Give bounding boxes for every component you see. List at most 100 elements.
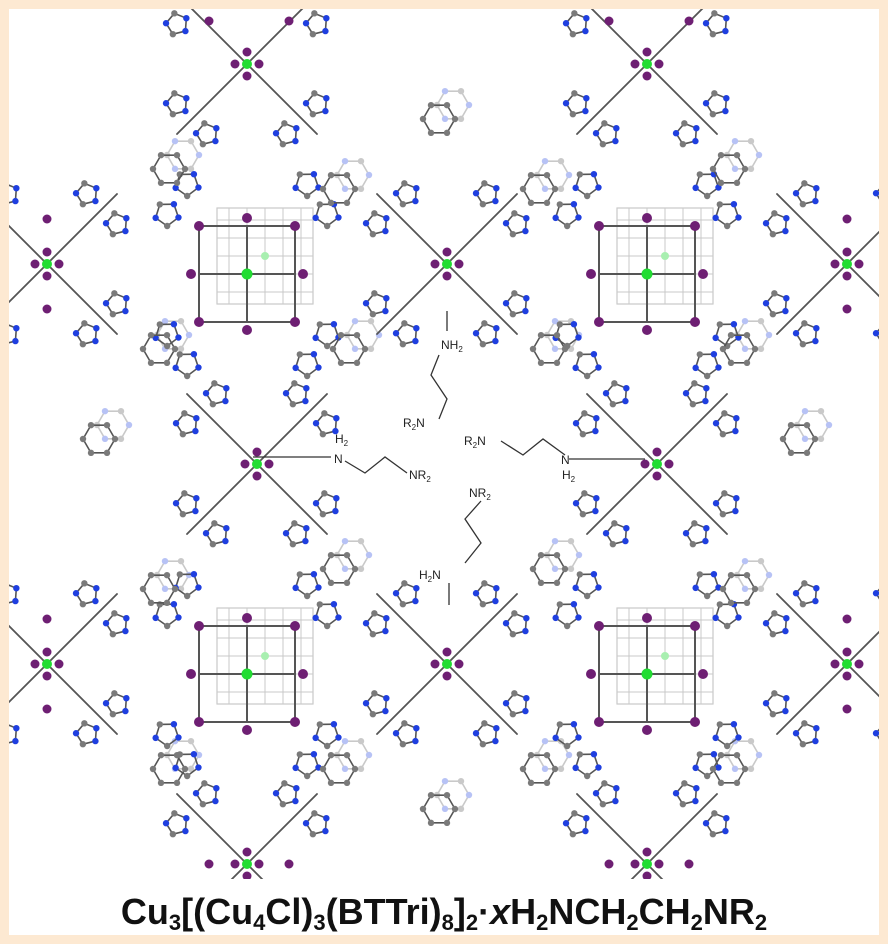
triazolate-ring <box>703 524 710 532</box>
triazolate-ring <box>599 140 607 148</box>
benzene-ring <box>353 359 361 367</box>
triazolate-ring <box>369 710 377 718</box>
triazolate-ring <box>401 180 408 187</box>
benzene-ring-back <box>567 537 575 545</box>
triazolate-ring <box>723 222 731 230</box>
triazolate-ring <box>492 197 499 205</box>
triazolate-ring <box>572 584 579 592</box>
triazolate-ring <box>399 340 407 348</box>
copper-atom <box>698 669 708 679</box>
benzene-ring-back <box>357 537 365 545</box>
triazolate-ring <box>175 734 182 741</box>
label-right-r2n: R2N <box>464 434 486 450</box>
triazolate-ring <box>312 334 319 342</box>
triazolate-ring <box>171 10 178 17</box>
caption-part: 2 <box>754 910 768 935</box>
benzene-ring <box>343 751 351 759</box>
triazolate-ring <box>92 597 99 605</box>
triazolate-ring <box>362 300 370 307</box>
triazolate-ring <box>183 814 190 822</box>
triazolate-ring <box>792 190 800 197</box>
triazolate-ring <box>730 200 738 208</box>
triazolate-ring <box>702 20 710 27</box>
triazolate-ring <box>472 730 480 737</box>
benzene-ring <box>779 435 787 443</box>
triazolate-ring <box>181 410 188 417</box>
caption-part: 2 <box>465 910 479 935</box>
chlorine-atom <box>261 652 269 660</box>
benzene-ring <box>351 185 359 193</box>
benzene-ring <box>103 449 111 457</box>
copper-atom <box>690 317 700 327</box>
copper-atom <box>30 259 40 269</box>
triazolate-ring <box>703 372 711 380</box>
benzene-ring <box>157 151 165 159</box>
triazolate-ring <box>712 334 719 342</box>
benzene-ring <box>553 551 561 559</box>
caption-part: CH <box>638 891 691 932</box>
triazolate-ring <box>762 220 770 227</box>
triazolate-ring <box>593 494 600 502</box>
triazolate-ring <box>323 742 331 750</box>
benzene-ring <box>147 571 155 579</box>
benzene-ring <box>727 359 735 367</box>
triazolate-ring <box>322 827 329 835</box>
copper-atom <box>54 659 64 669</box>
triazolate-ring <box>369 310 377 318</box>
triazolate-ring <box>293 784 300 792</box>
copper-atom <box>842 247 852 257</box>
triazolate-ring <box>783 294 790 302</box>
benzene-ring <box>527 779 535 787</box>
label-bottom-nr2: NR2 <box>469 486 491 502</box>
triazolate-ring <box>316 321 324 328</box>
triazolate-ring <box>711 10 718 17</box>
benzene-ring-back <box>465 101 473 109</box>
copper-atom <box>642 213 652 223</box>
triazolate-ring <box>211 380 218 387</box>
benzene-ring <box>319 185 327 193</box>
benzene-ring <box>427 791 435 799</box>
triazolate-ring <box>292 764 299 772</box>
triazolate-ring <box>383 214 390 222</box>
benzene-ring <box>443 819 451 827</box>
benzene-ring <box>327 751 335 759</box>
triazolate-ring <box>481 180 488 187</box>
copper-atom <box>42 704 52 714</box>
triazolate-ring <box>152 214 159 222</box>
triazolate-ring <box>783 214 790 222</box>
triazolate-ring <box>332 427 339 435</box>
caption-part: 3 <box>313 910 326 935</box>
triazolate-ring <box>570 200 578 208</box>
copper-atom <box>230 859 240 869</box>
triazolate-ring <box>595 184 602 191</box>
triazolate-ring <box>209 540 217 548</box>
triazolate-ring <box>582 107 589 115</box>
triazolate-ring <box>321 490 328 497</box>
triazolate-ring <box>209 400 217 408</box>
triazolate-ring <box>109 230 117 238</box>
benzene-ring-back <box>357 565 365 573</box>
triazolate-ring <box>493 184 500 192</box>
triazolate-ring <box>102 620 110 627</box>
triazolate-ring <box>782 627 789 635</box>
triazolate-ring <box>272 790 280 797</box>
triazolate-ring <box>199 140 207 148</box>
copper-atom <box>594 717 604 727</box>
caption-part: (BTTri) <box>325 891 442 932</box>
triazolate-ring <box>479 600 487 608</box>
triazolate-ring <box>723 814 730 822</box>
copper-atom <box>42 247 52 257</box>
triazolate-ring <box>472 190 480 197</box>
triazolate-ring <box>163 742 171 750</box>
triazolate-ring <box>292 364 299 372</box>
triazolate-ring <box>319 430 327 438</box>
triazolate-ring <box>715 764 722 771</box>
triazolate-ring <box>719 510 727 518</box>
copper-atom <box>242 213 252 223</box>
triazolate-ring <box>399 740 407 748</box>
chlorine-atom <box>642 859 652 869</box>
benzene-ring <box>451 115 459 123</box>
triazolate-ring <box>323 814 330 822</box>
benzene-ring <box>173 751 181 759</box>
triazolate-ring <box>702 397 709 405</box>
